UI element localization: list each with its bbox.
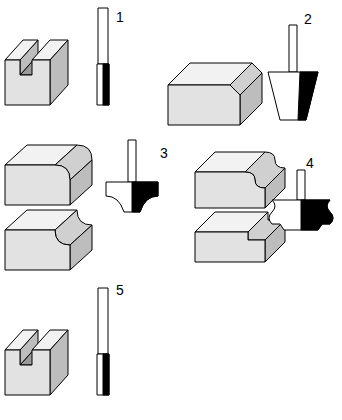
chamfer-block	[168, 63, 262, 125]
ogee-bit	[269, 170, 333, 230]
callout-number: 5	[116, 283, 124, 297]
callout-number: 4	[306, 156, 314, 170]
groove-block-and-bit	[5, 288, 109, 395]
callout-number: 1	[116, 10, 124, 24]
chamfer-bit	[268, 25, 318, 120]
ogee-blocks	[195, 152, 285, 262]
callout-number: 2	[304, 12, 312, 26]
straight-bit	[97, 8, 109, 105]
cove-blocks	[5, 145, 92, 270]
cove-bit	[106, 140, 158, 212]
callout-number: 3	[160, 146, 168, 160]
groove-block	[5, 40, 68, 105]
